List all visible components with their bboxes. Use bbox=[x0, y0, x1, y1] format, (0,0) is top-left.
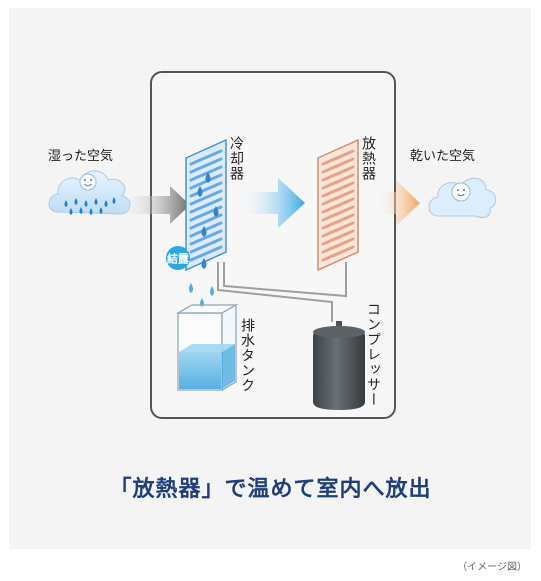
drain-tank-label: 排水タンク bbox=[239, 318, 255, 393]
cooler-coil bbox=[185, 138, 227, 272]
condensation-badge: 結露 bbox=[166, 246, 190, 270]
humid-air-icon bbox=[48, 170, 131, 215]
compressor-label: コンプレッサー bbox=[365, 302, 381, 407]
humid-air-label: 湿った空気 bbox=[48, 149, 114, 164]
svg-text:結露: 結露 bbox=[167, 252, 190, 266]
image-note: （イメージ図） bbox=[457, 562, 527, 573]
radiator-label: 放熱器 bbox=[360, 136, 376, 181]
radiator-coil bbox=[317, 138, 359, 272]
inflow-arrow bbox=[118, 186, 190, 224]
refrigerant-pipes bbox=[217, 262, 347, 322]
cooler-label: 冷却器 bbox=[228, 136, 244, 181]
falling-drops bbox=[189, 283, 214, 308]
dry-air-label: 乾いた空気 bbox=[410, 149, 476, 164]
warm-air-arrow bbox=[372, 180, 420, 226]
dry-air-icon bbox=[428, 177, 497, 219]
compressor bbox=[313, 321, 365, 410]
drain-tank bbox=[175, 303, 239, 392]
diagram-caption: 「放熱器」で温めて室内へ放出 bbox=[109, 477, 432, 502]
cooled-air-arrow bbox=[236, 178, 305, 228]
